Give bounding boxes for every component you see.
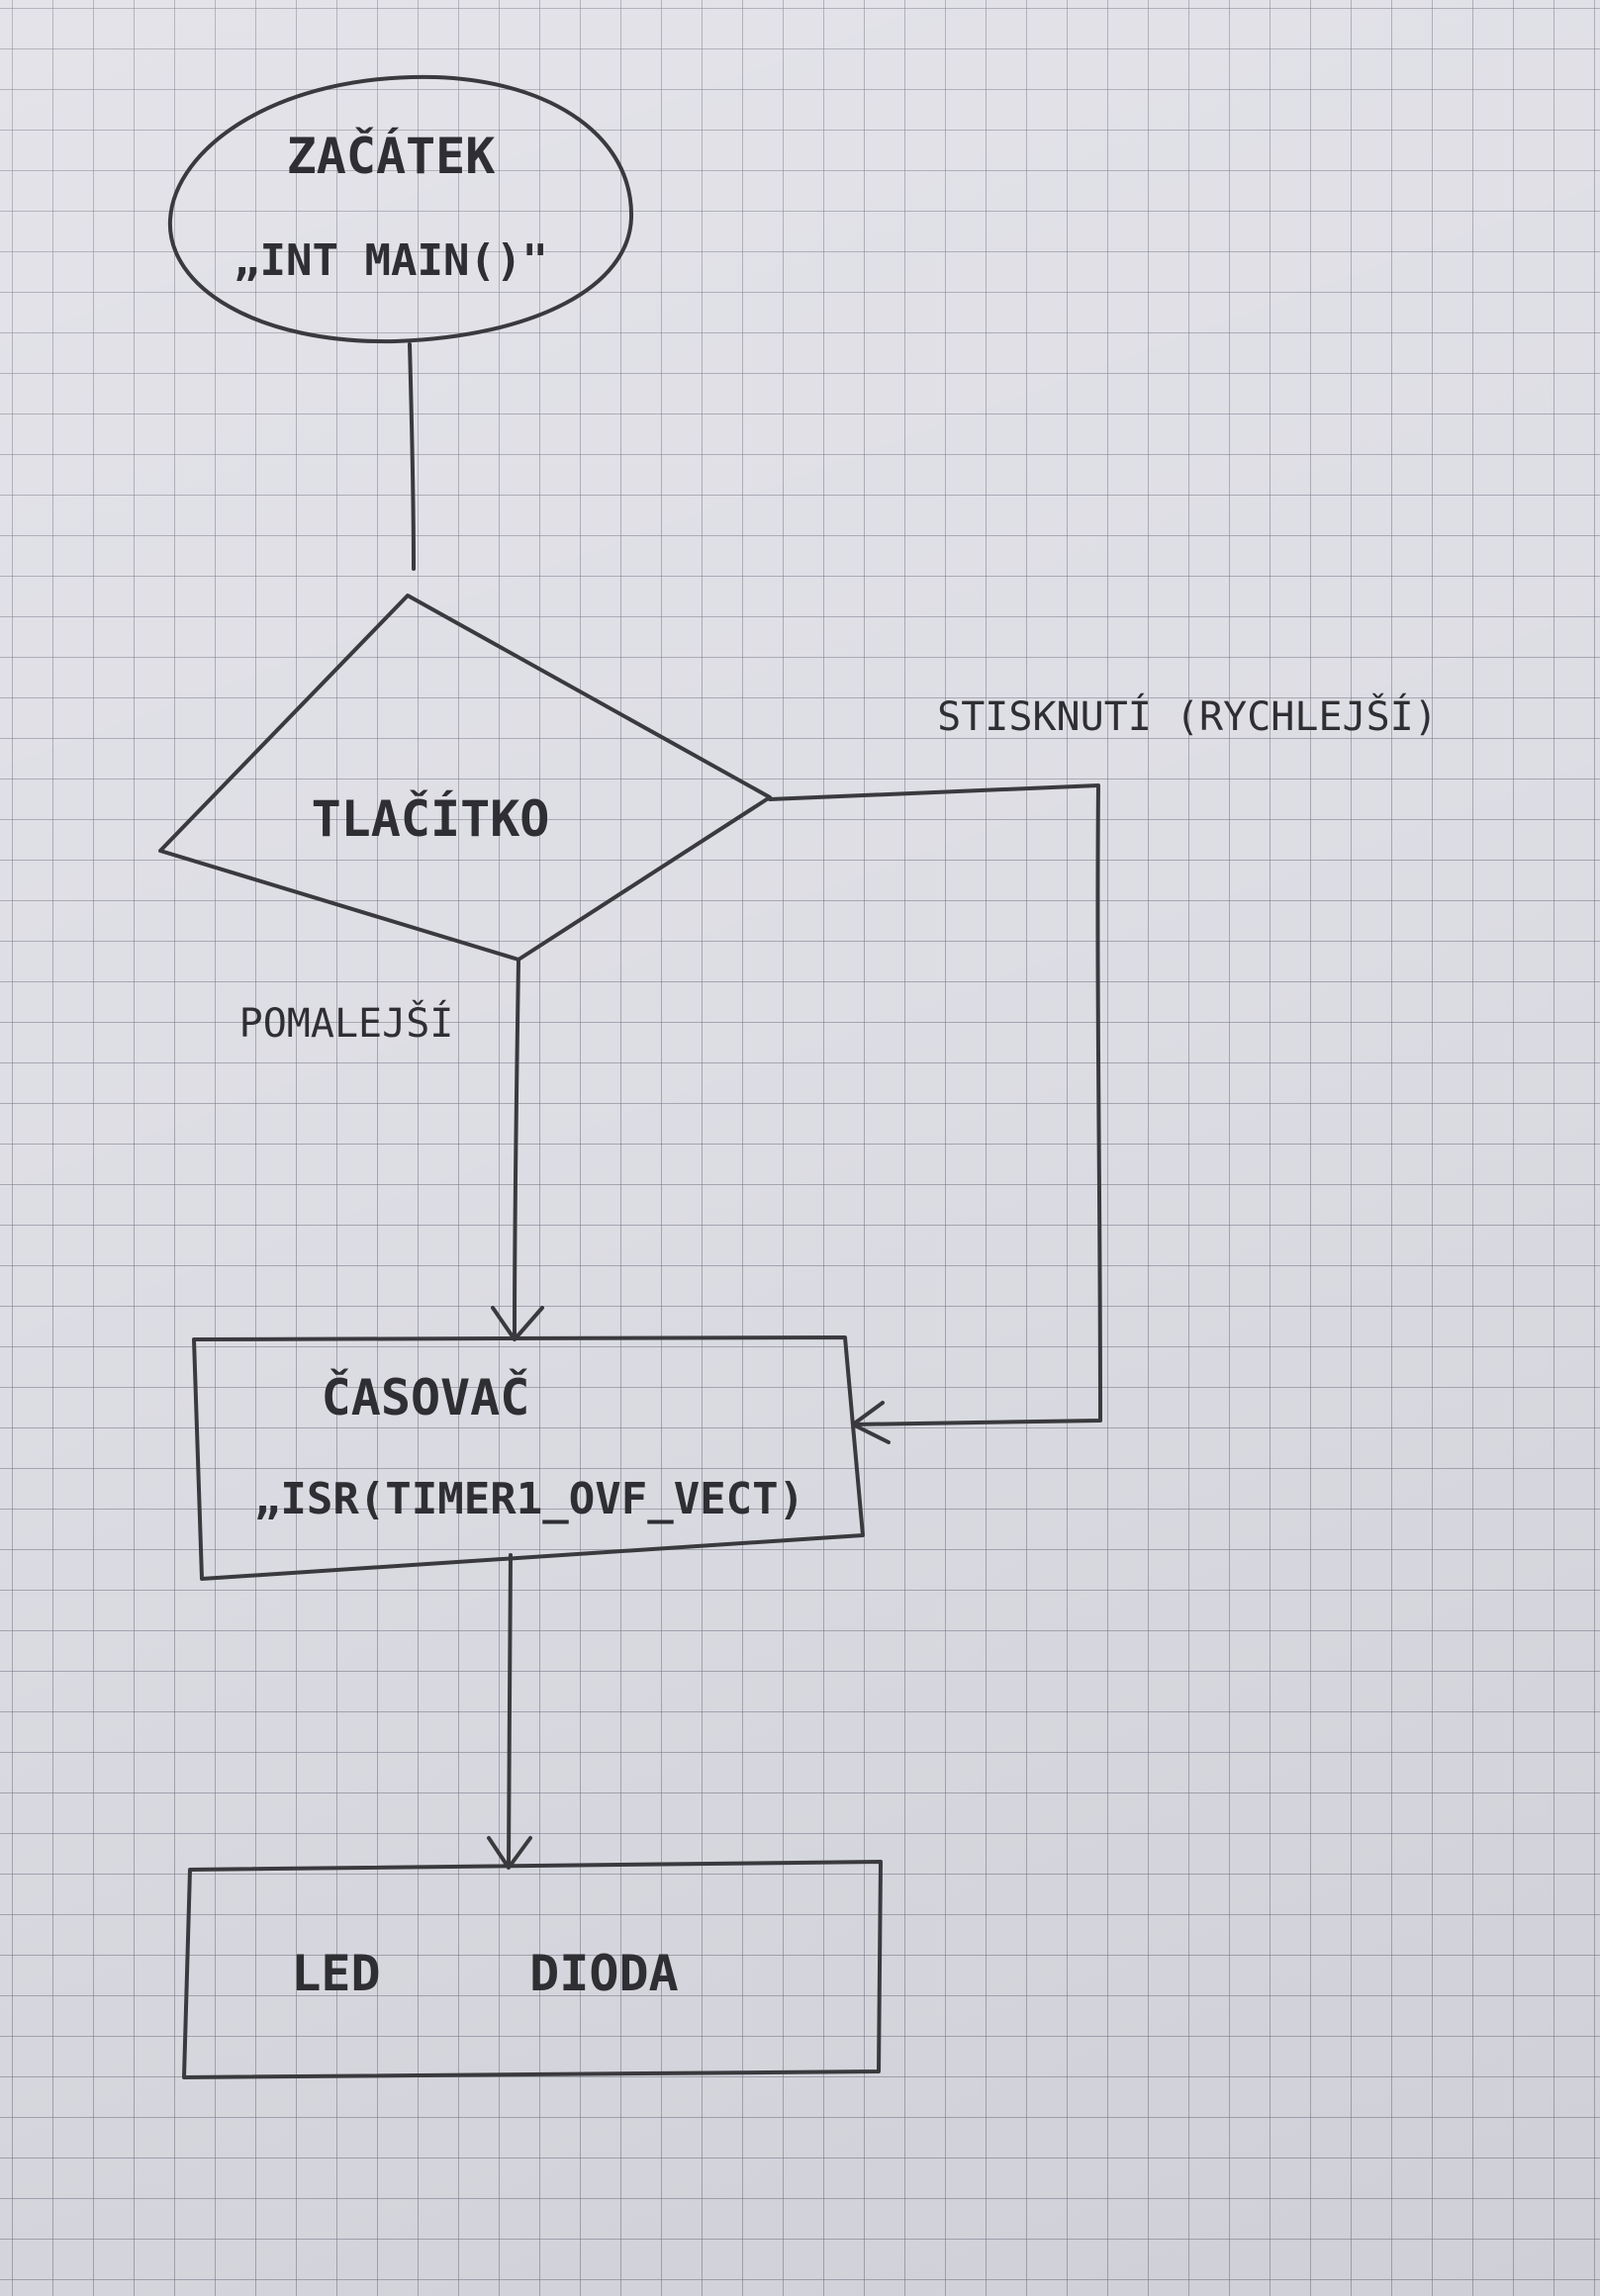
start-oval [167,74,634,344]
timer-title: ČASOVAČ [322,1368,530,1426]
decision-diamond [158,594,772,962]
decision-label: TLAČÍTKO [312,789,550,848]
edge-no-branch: POMALEJŠÍ [239,960,544,1341]
timer-node: ČASOVAČ „ISR(TIMER1_OVF_VECT) [192,1335,865,1581]
decision-node: TLAČÍTKO [158,594,772,962]
led-label: LED DIODA [291,1945,678,2002]
branch-yes-label: STISKNUTÍ (RYCHLEJŠÍ) [937,692,1438,740]
edge-start-to-decision [408,342,416,571]
start-title: ZAČÁTEK [287,127,496,185]
edge-decision-to-timer-fast [768,783,1102,1426]
led-box [182,1860,883,2079]
timer-box [192,1335,865,1581]
edge-timer-to-led [507,1553,513,1868]
led-node: LED DIODA [182,1860,883,2079]
start-node: ZAČÁTEK „INT MAIN()" [167,74,634,344]
branch-no-label: POMALEJŠÍ [239,999,454,1047]
edge-yes-branch: STISKNUTÍ (RYCHLEJŠÍ) [768,692,1438,1444]
arrowhead-timer-top [491,1306,544,1341]
timer-subtitle: „ISR(TIMER1_OVF_VECT) [254,1474,804,1524]
edge-decision-to-timer-slow [513,960,520,1339]
start-subtitle: „INT MAIN()" [234,235,548,286]
